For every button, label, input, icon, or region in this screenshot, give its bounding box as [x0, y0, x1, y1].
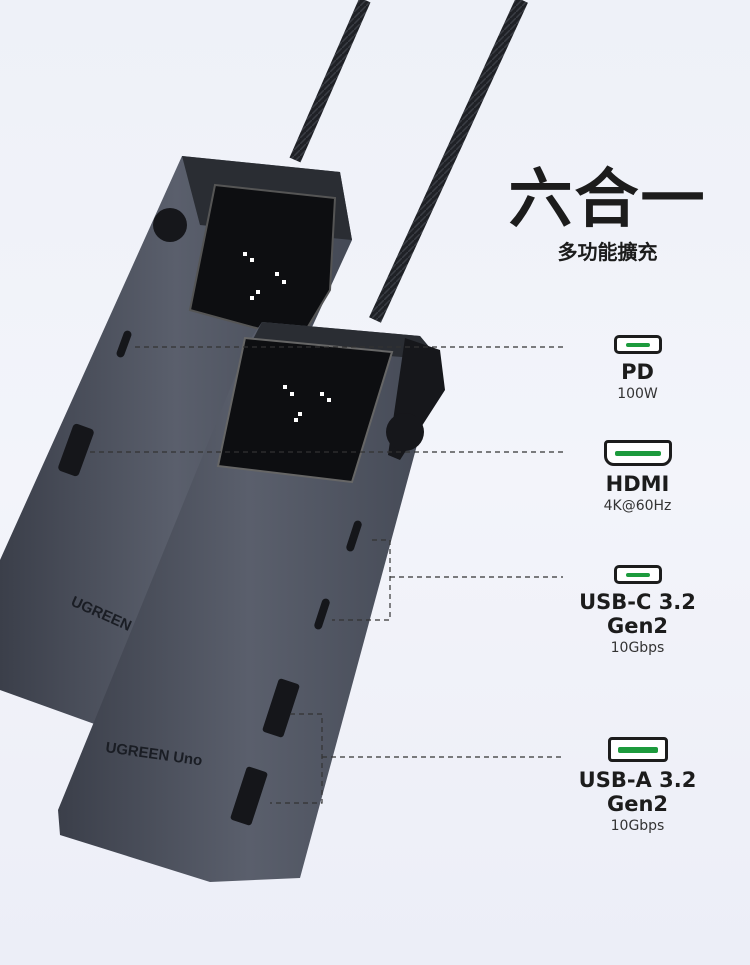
spec-pd: PD 100W [550, 335, 725, 404]
hdmi-port-icon [603, 440, 672, 466]
cable-back [289, 0, 371, 163]
cable-front [369, 0, 528, 323]
headline-subtitle: 多功能擴充 [557, 240, 658, 264]
spec-name: USB-A 3.2 Gen2 [578, 768, 697, 816]
spec-name: HDMI [605, 472, 670, 496]
usb-a-port-icon [607, 737, 668, 762]
spec-name: USB-C 3.2 Gen2 [579, 590, 696, 638]
spec-detail: 10Gbps [610, 818, 665, 834]
spec-detail: 10Gbps [610, 640, 665, 656]
usb-a-port-1 [262, 678, 300, 738]
spec-usb-a: USB-A 3.2 Gen2 10Gbps [550, 737, 725, 836]
usb-c-port-1 [346, 520, 362, 552]
spec-detail: 100W [617, 386, 658, 402]
usb-c-port-back [116, 330, 132, 358]
spec-detail: 4K@60Hz [603, 498, 672, 514]
usb-c-port-2 [314, 598, 330, 630]
hub-back: UGREEN Uno [0, 156, 352, 735]
usb-c-port-icon [613, 335, 662, 354]
headline: 六合一 多功能擴充 [500, 160, 715, 265]
spec-usb-c: USB-C 3.2 Gen2 10Gbps [550, 565, 725, 658]
spec-name: PD [621, 360, 654, 384]
headline-title: 六合一 [508, 163, 707, 237]
spec-hdmi: HDMI 4K@60Hz [550, 440, 725, 516]
hub-front: UGREEN Uno [58, 322, 445, 882]
leader-lines [90, 346, 563, 804]
hdmi-port-back [58, 423, 94, 477]
usb-a-port-2 [230, 766, 268, 826]
usb-c-port-icon [613, 565, 662, 584]
